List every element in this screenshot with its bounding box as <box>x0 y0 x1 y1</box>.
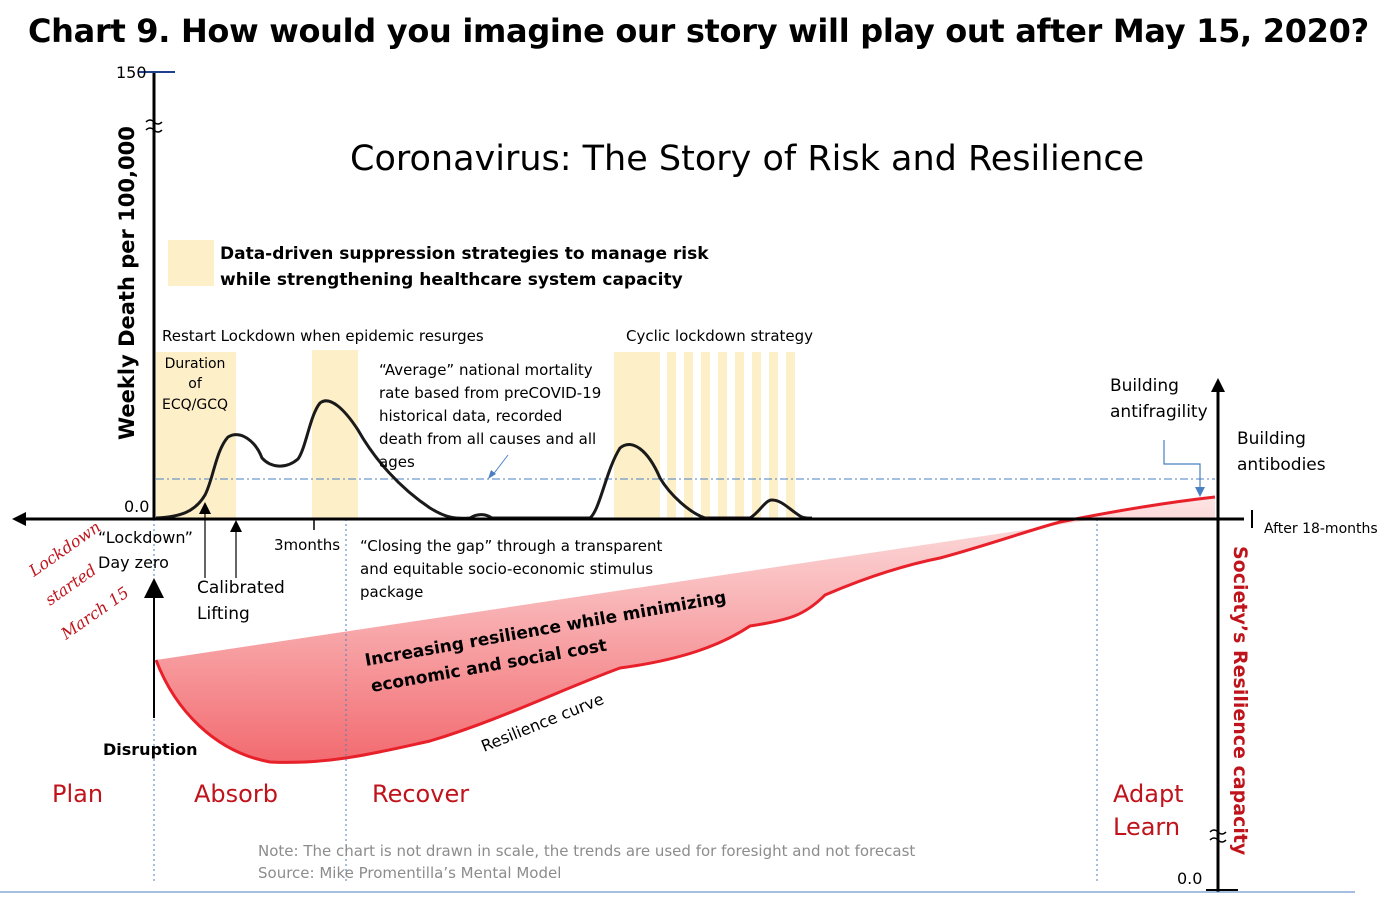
building-antibodies-label-2: antibodies <box>1237 455 1326 475</box>
diagram-title: Coronavirus: The Story of Risk and Resil… <box>350 139 1144 179</box>
page-title: Chart 9. How would you imagine our story… <box>28 12 1369 50</box>
x-tick-3months-label: 3months <box>274 536 340 554</box>
lockdown-day-zero-label-2: Day zero <box>98 553 169 572</box>
average-mortality-label-5: ages <box>379 453 415 471</box>
resilience-curve-line <box>154 495 1216 764</box>
calibrated-lifting-label-2: Lifting <box>197 604 250 624</box>
x-axis-end-label: After 18-months <box>1264 521 1378 537</box>
lockdown-band-cyclic-stripes <box>667 352 795 519</box>
lockdown-band-restart <box>312 350 358 519</box>
lockdown-band-cyclic-main <box>614 352 660 519</box>
cyclic-lockdown-label: Cyclic lockdown strategy <box>626 327 813 345</box>
phase-labels: Plan Absorb Recover Adapt Learn <box>52 780 1184 841</box>
disruption-label: Disruption <box>103 740 198 759</box>
resilience-axis-title: Society’s Resilience capacity <box>1229 546 1251 856</box>
y-axis-zero-tick-label: 0.0 <box>124 497 149 516</box>
phase-adapt: Adapt <box>1113 780 1184 808</box>
average-mortality-label-4: death from all causes and all <box>379 430 596 448</box>
phase-plan: Plan <box>52 780 103 808</box>
calibrated-lifting-label-1: Calibrated <box>197 578 285 598</box>
resilience-axis-zero-label: 0.0 <box>1177 869 1202 888</box>
y-axis-title: Weekly Death per 100,000 <box>115 126 139 440</box>
mortality-curve <box>155 399 813 520</box>
lockdown-band-ecq <box>156 352 236 519</box>
x-axis-left-arrow <box>12 512 26 526</box>
building-antibodies-label-1: Building <box>1237 429 1306 449</box>
building-antifragility-label-2: antifragility <box>1110 402 1208 422</box>
phase-learn: Learn <box>1113 813 1180 841</box>
phase-absorb: Absorb <box>194 780 278 808</box>
restart-lockdown-label: Restart Lockdown when epidemic resurges <box>162 327 484 345</box>
y-axis-break-icon <box>145 119 163 133</box>
antifragility-pointer-head <box>1195 487 1205 497</box>
note-text: Note: The chart is not drawn in scale, t… <box>258 842 915 860</box>
antifragility-pointer <box>1163 440 1201 490</box>
legend-swatch <box>168 240 214 286</box>
source-text: Source: Mike Promentilla’s Mental Model <box>258 864 561 882</box>
closing-gap-label-1: “Closing the gap” through a transparent <box>360 537 663 555</box>
legend-line-2: while strengthening healthcare system ca… <box>220 270 683 290</box>
legend-line-1: Data-driven suppression strategies to ma… <box>220 244 709 264</box>
closing-gap-label-2: and equitable socio-economic stimulus <box>360 560 653 578</box>
average-mortality-label-2: rate based from preCOVID-19 <box>379 384 601 402</box>
average-mortality-pointer <box>491 454 509 477</box>
lockdown-day-zero-label-1: “Lockdown” <box>98 528 193 547</box>
phase-recover: Recover <box>372 780 469 808</box>
average-mortality-label-1: “Average” national mortality <box>379 361 593 379</box>
closing-gap-label-3: package <box>360 583 423 601</box>
average-mortality-label-3: historical data, recorded <box>379 407 562 425</box>
y-axis-top-tick-label: 150 <box>116 63 147 82</box>
resilience-gap-area <box>156 497 1215 763</box>
average-mortality-pointer-head <box>488 470 496 479</box>
resilience-axis-break-icon <box>1209 829 1227 843</box>
building-antifragility-label-1: Building <box>1110 376 1179 396</box>
duration-label-2: of <box>188 376 203 392</box>
duration-label-1: Duration <box>165 356 226 372</box>
duration-label-3: ECQ/GCQ <box>162 397 228 413</box>
lockdown-bands <box>156 240 795 519</box>
resilience-axis-arrow <box>1211 378 1225 392</box>
